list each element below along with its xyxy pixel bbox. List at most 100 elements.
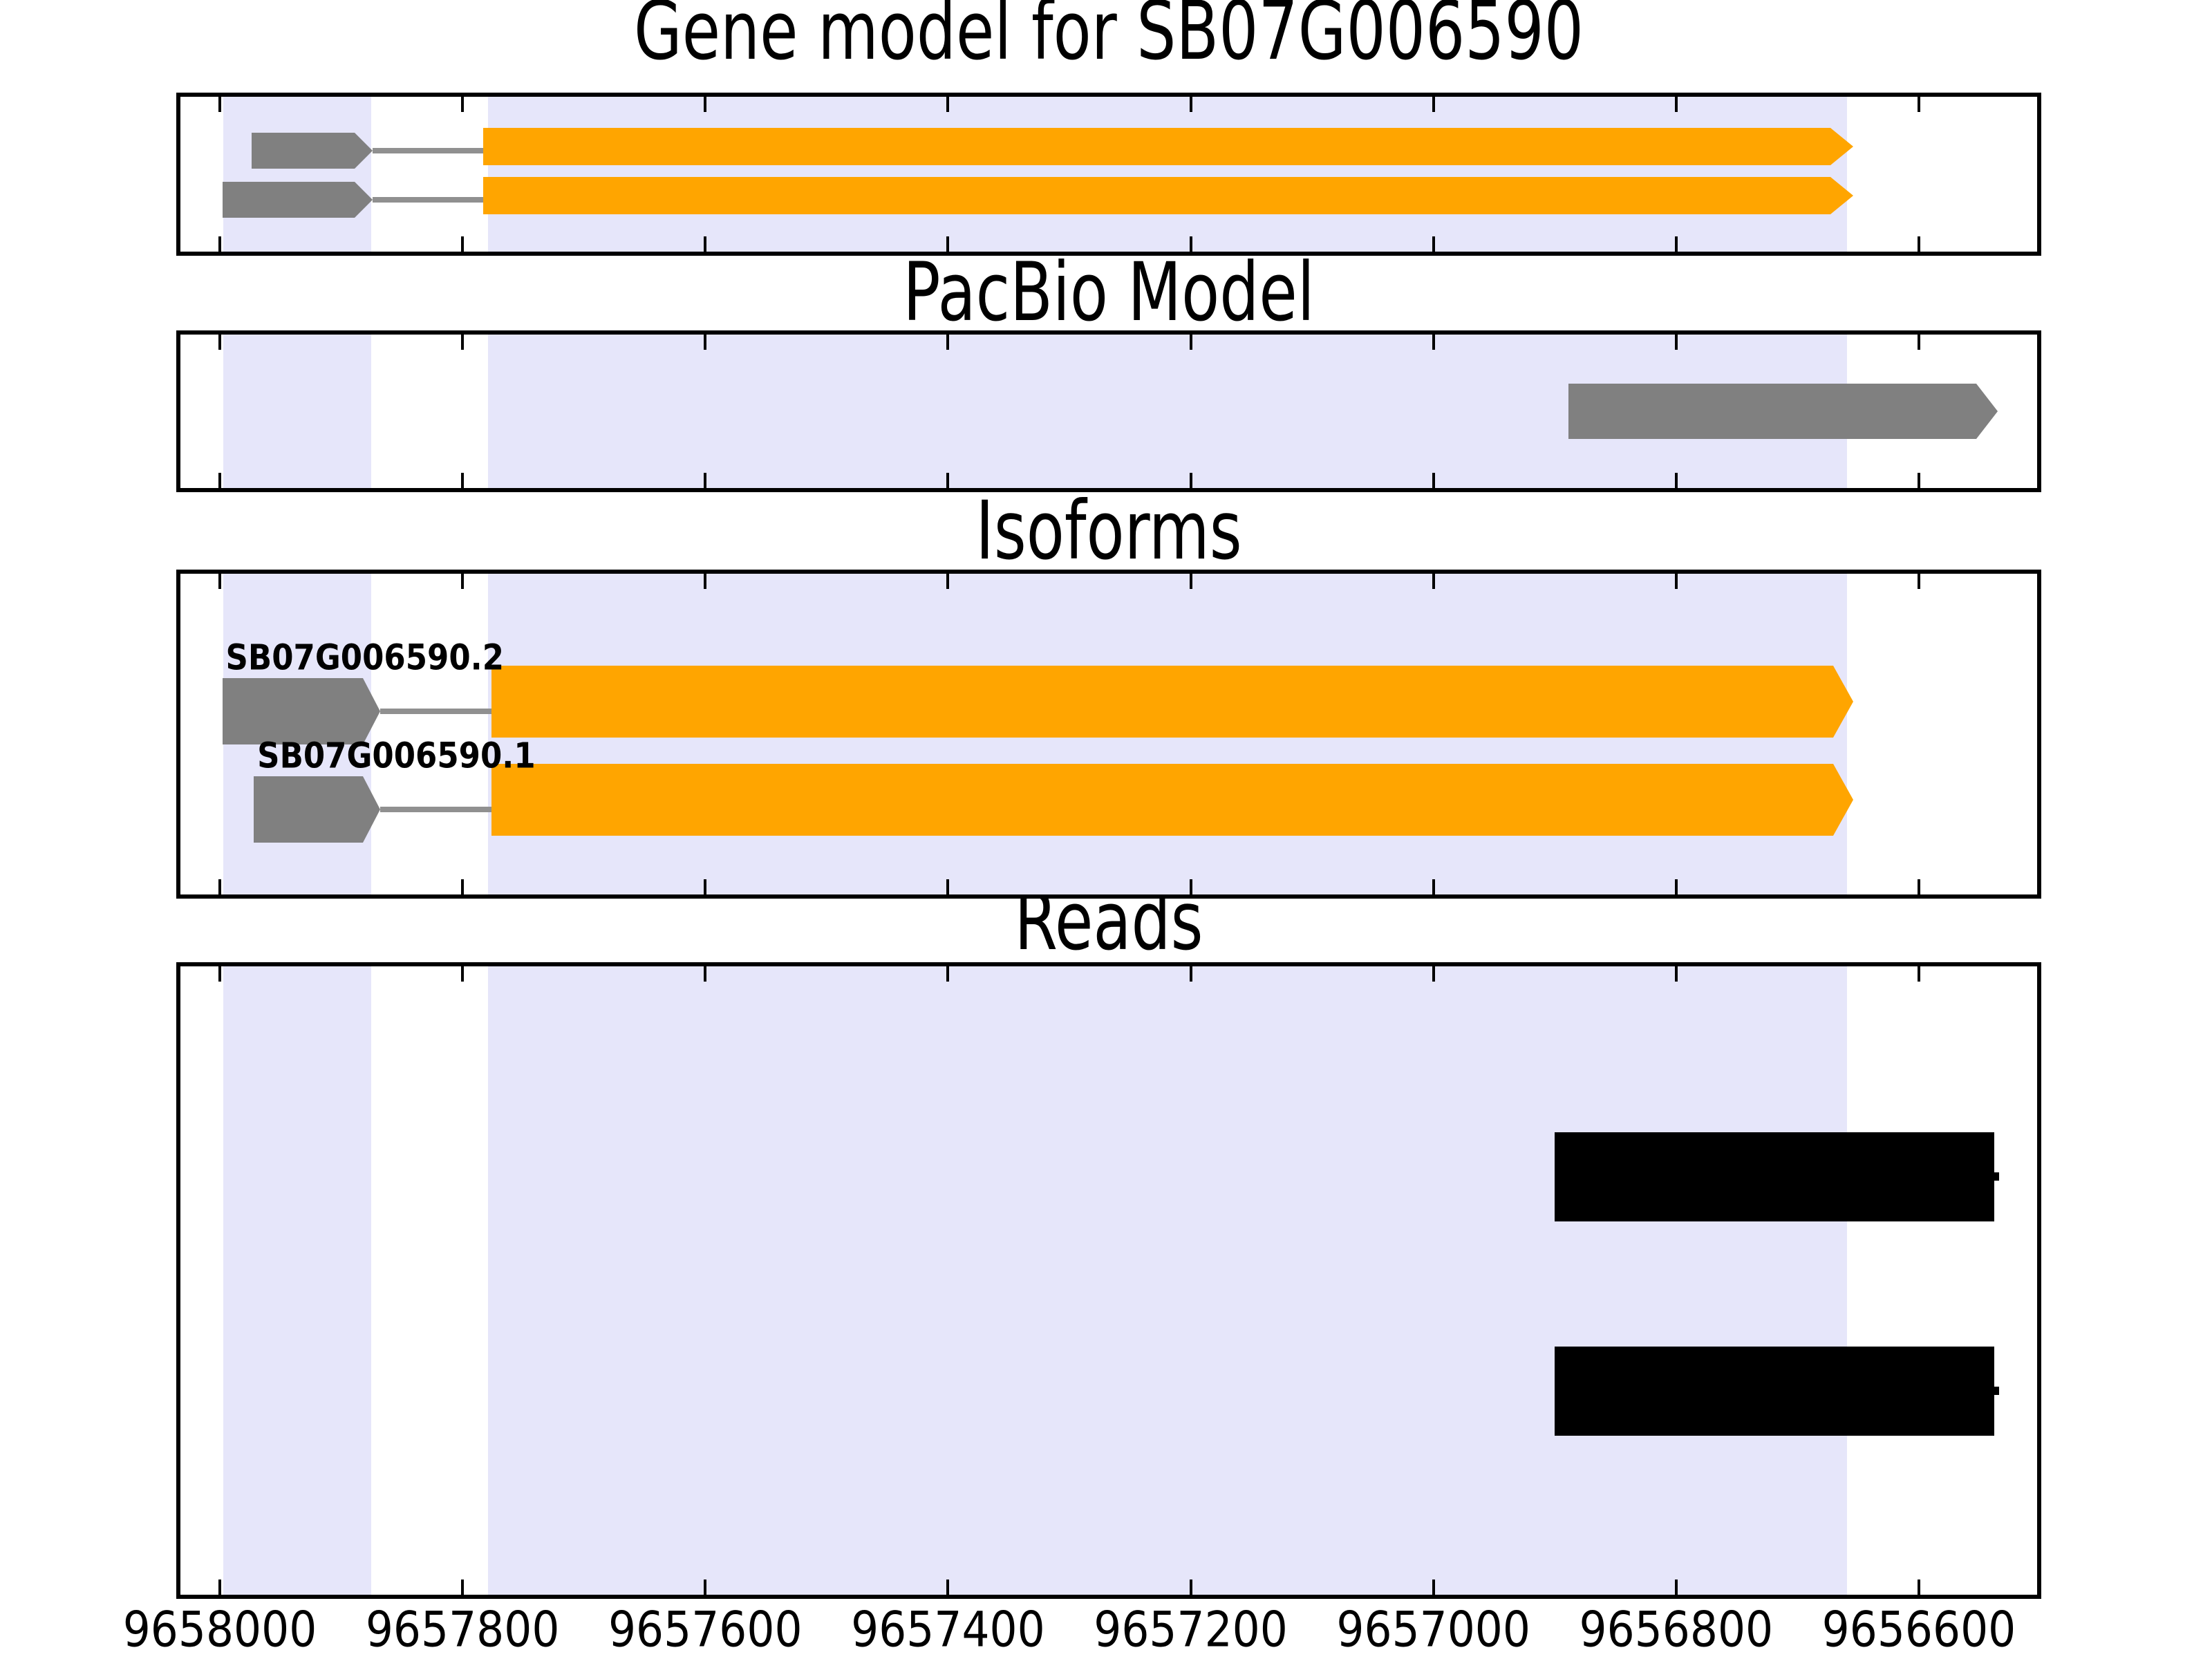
axis-tick <box>1189 473 1192 488</box>
read-bar <box>1555 1346 1994 1436</box>
axis-tick <box>1189 1580 1192 1595</box>
x-axis-tick-label: 9657800 <box>365 1601 560 1658</box>
intron-line <box>379 709 492 714</box>
axis-tick <box>1674 966 1678 982</box>
axis-tick <box>218 473 221 488</box>
intron-line <box>373 148 483 153</box>
axis-tick <box>218 1580 221 1595</box>
axis-tick <box>946 574 950 589</box>
axis-tick <box>1189 97 1192 112</box>
axis-tick <box>704 966 707 982</box>
axis-tick <box>1917 97 1920 112</box>
axis-tick <box>1432 574 1435 589</box>
x-axis-tick-label: 9656800 <box>1579 1601 1774 1658</box>
axis-tick <box>946 335 950 350</box>
exon-arrow <box>491 666 1834 738</box>
axis-tick <box>704 335 707 350</box>
axis-tick <box>1674 879 1678 894</box>
exon-arrow <box>491 764 1834 836</box>
pacbio-model-arrow <box>1568 384 1977 439</box>
axis-tick <box>1432 236 1435 252</box>
axis-tick <box>1674 574 1678 589</box>
axis-tick <box>461 97 465 112</box>
axis-tick <box>461 1580 465 1595</box>
x-axis-tick-label: 9658000 <box>122 1601 317 1658</box>
utr-arrow-tip <box>362 776 380 843</box>
axis-tick <box>218 879 221 894</box>
exon-arrow <box>482 177 1831 214</box>
axis-tick <box>1917 1580 1920 1595</box>
axis-tick <box>461 473 465 488</box>
axis-tick <box>1432 473 1435 488</box>
axis-tick <box>218 966 221 982</box>
axis-tick <box>704 574 707 589</box>
axis-tick <box>704 879 707 894</box>
axis-tick <box>461 574 465 589</box>
utr-arrow <box>251 133 355 169</box>
axis-tick <box>704 97 707 112</box>
utr-arrow-tip <box>362 678 380 744</box>
axis-tick <box>1189 236 1192 252</box>
exon-highlight-band <box>488 93 1848 256</box>
axis-tick <box>1432 966 1435 982</box>
axis-tick <box>1917 879 1920 894</box>
axis-tick <box>461 335 465 350</box>
axis-tick <box>946 236 950 252</box>
panel-title-pacbio-model: PacBio Model <box>903 245 1315 340</box>
exon-highlight-band <box>223 93 372 256</box>
exon-arrow-tip <box>1830 128 1854 165</box>
exon-highlight-band <box>223 962 372 1599</box>
axis-tick <box>1674 236 1678 252</box>
read-end-mark <box>1994 1387 1999 1395</box>
x-axis-tick-label: 9657400 <box>851 1601 1045 1658</box>
utr-arrow-tip <box>355 182 373 218</box>
axis-tick <box>218 236 221 252</box>
x-axis-tick-label: 9657200 <box>1094 1601 1288 1658</box>
axis-tick <box>1189 879 1192 894</box>
panel-title-gene-model: Gene model for SB07G006590 <box>633 0 1584 79</box>
axis-tick <box>704 1580 707 1595</box>
read-bar <box>1555 1132 1994 1221</box>
panel-title-isoforms: Isoforms <box>975 484 1242 579</box>
axis-tick <box>946 473 950 488</box>
pacbio-model-arrow-tip <box>1976 384 1998 439</box>
axis-tick <box>1432 879 1435 894</box>
axis-tick <box>704 473 707 488</box>
axis-tick <box>1917 473 1920 488</box>
exon-arrow-tip <box>1830 177 1854 214</box>
exon-highlight-band <box>488 962 1848 1599</box>
axis-tick <box>1917 335 1920 350</box>
isoform-label: SB07G006590.1 <box>257 735 536 776</box>
exon-arrow-tip <box>1833 764 1854 836</box>
utr-arrow <box>254 776 363 843</box>
axis-tick <box>1189 574 1192 589</box>
exon-highlight-band <box>223 330 372 492</box>
intron-line <box>373 197 483 203</box>
axis-tick <box>946 966 950 982</box>
x-axis-tick-label: 9656600 <box>1821 1601 2016 1658</box>
axis-tick <box>946 97 950 112</box>
axis-tick <box>1189 966 1192 982</box>
axis-tick <box>1917 574 1920 589</box>
utr-arrow-tip <box>355 133 373 169</box>
axis-tick <box>461 236 465 252</box>
axis-tick <box>1189 335 1192 350</box>
utr-arrow <box>222 678 363 744</box>
axis-tick <box>1432 97 1435 112</box>
x-axis-tick-label: 9657000 <box>1336 1601 1530 1658</box>
axis-tick <box>1674 473 1678 488</box>
x-axis-tick-label: 9657600 <box>608 1601 803 1658</box>
isoform-label: SB07G006590.2 <box>225 637 505 678</box>
axis-tick <box>1674 335 1678 350</box>
axis-tick <box>461 879 465 894</box>
axis-tick <box>1917 236 1920 252</box>
axis-tick <box>1674 97 1678 112</box>
intron-line <box>379 807 492 812</box>
axis-tick <box>1917 966 1920 982</box>
axis-tick <box>946 879 950 894</box>
axis-tick <box>218 335 221 350</box>
axis-tick <box>1432 1580 1435 1595</box>
exon-arrow-tip <box>1833 666 1854 738</box>
axis-tick <box>218 574 221 589</box>
